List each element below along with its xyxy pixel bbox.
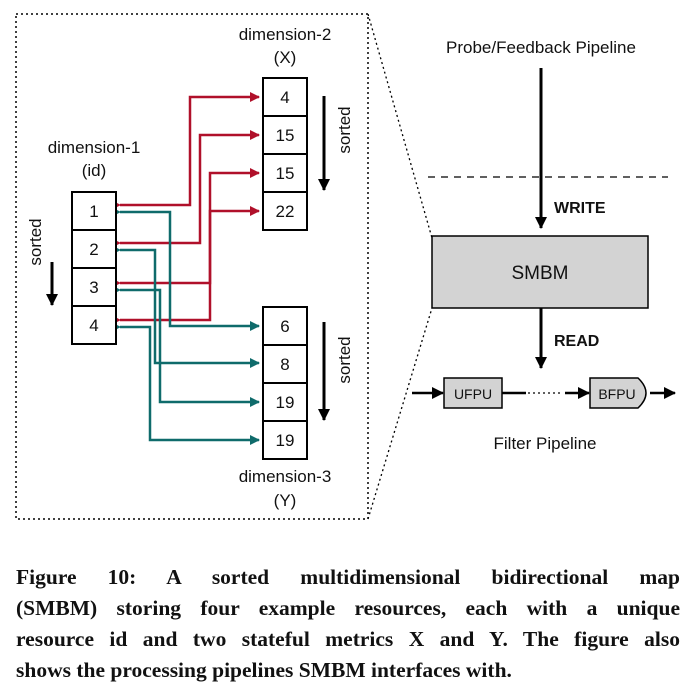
dimension1-column: dimension-1 (id) 1 2 3 4 sorted [26,138,141,345]
dimension2-sorted-label: sorted [335,106,354,153]
dimension3-cell [262,344,308,384]
link-id1-y6 [111,207,260,331]
dimension1-value: 4 [89,316,98,335]
probe-pipeline-label: Probe/Feedback Pipeline [446,38,636,57]
write-label: WRITE [554,200,606,217]
caption-line: Figure 10: A sorted multidimensional bid… [16,565,680,589]
link-id4-x22 [111,206,260,325]
dimension2-title: dimension-2 [239,25,332,44]
dimension3-title: dimension-3 [239,467,332,486]
smbm-diagram: dimension-1 (id) 1 2 3 4 sorted dimensio… [15,13,676,520]
caption-line: resource id and two stateful metrics X a… [16,627,680,651]
smbm-label: SMBM [512,263,569,284]
caption-line: shows the processing pipelines SMBM inte… [16,658,512,682]
dimension3-cell [262,382,308,422]
dimension2-value: 22 [276,202,295,221]
dimension2-value: 4 [280,88,289,107]
dimension1-value: 1 [89,202,98,221]
dimension3-cell [262,306,308,346]
dimension3-value: 6 [280,317,289,336]
dimension1-sorted-label: sorted [26,218,45,265]
dimension1-cell [71,229,117,269]
map-frame [15,13,369,520]
dimension1-cell [71,191,117,231]
y-links [111,207,260,445]
dimension1-title: dimension-1 [48,138,141,157]
dimension1-subtitle: (id) [82,161,107,180]
dimension1-value: 3 [89,278,98,297]
smbm-box [431,235,649,309]
link-id2-y8 [111,245,260,368]
figure-caption: Figure 10: A sorted multidimensional bid… [16,562,680,686]
dimension3-subtitle: (Y) [274,491,297,510]
zoom-line-bottom [367,307,433,520]
dimension2-value: 15 [276,164,295,183]
link-id4-y19 [111,322,260,445]
dimension3-value: 8 [280,355,289,374]
x-links [111,92,260,325]
dimension2-column: dimension-2 (X) 4 15 15 22 sorted [239,25,354,231]
filter-pipeline-label: Filter Pipeline [494,434,597,453]
ufpu-label: UFPU [454,386,492,402]
bfpu-label: BFPU [598,386,635,402]
pipelines: Probe/Feedback Pipeline WRITE SMBM READ … [412,38,676,453]
bfpu-box [589,377,647,409]
zoom-line-top [367,13,433,239]
caption-line: (SMBM) storing four example resources, e… [16,596,680,620]
dimension2-cell [262,191,308,231]
dimension3-column: 6 8 19 19 dimension-3 (Y) sorted [239,306,354,510]
dimension3-cell [262,420,308,460]
read-label: READ [554,333,599,350]
link-id1-x4 [111,92,260,210]
dimension1-cell [71,267,117,307]
dimension2-value: 15 [276,126,295,145]
dimension2-subtitle: (X) [274,48,297,67]
dimension3-sorted-label: sorted [335,336,354,383]
dimension3-value: 19 [276,393,295,412]
dimension1-value: 2 [89,240,98,259]
dimension1-cell [71,305,117,345]
dimension3-value: 19 [276,431,295,450]
link-id3-y19 [111,285,260,407]
dimension2-cell [262,153,308,193]
